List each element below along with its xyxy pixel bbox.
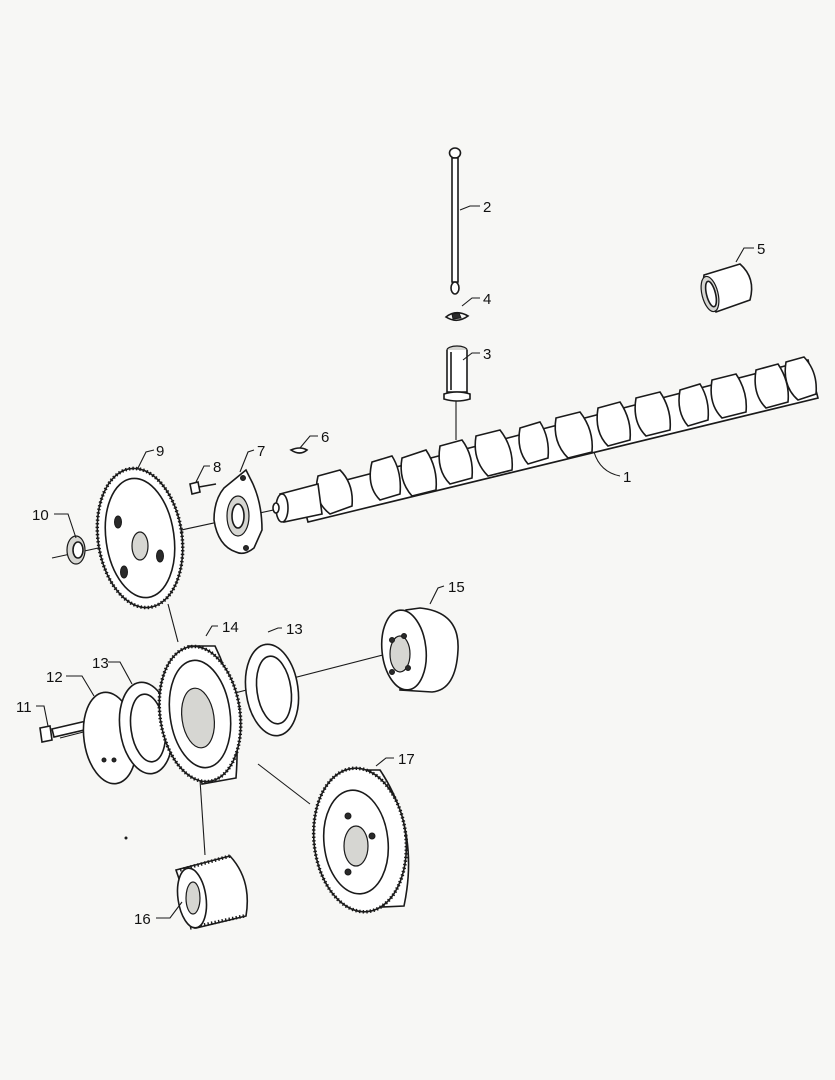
thrust-plate bbox=[213, 468, 263, 555]
leader-lines bbox=[36, 205, 754, 919]
camshaft bbox=[272, 356, 819, 523]
tappet bbox=[443, 345, 471, 402]
callout-12: 12 bbox=[46, 669, 63, 686]
idler-gear bbox=[157, 644, 243, 785]
thrust-washer-rear bbox=[244, 643, 300, 737]
callout-11: 11 bbox=[16, 699, 32, 716]
camshaft-nose bbox=[272, 482, 323, 523]
callout-7: 7 bbox=[257, 443, 265, 460]
callout-1: 1 bbox=[623, 469, 631, 486]
callout-16: 16 bbox=[134, 911, 151, 928]
callout-5: 5 bbox=[757, 241, 765, 258]
gear-nut bbox=[66, 535, 86, 565]
small-bolt bbox=[189, 481, 217, 495]
callout-9: 9 bbox=[156, 443, 164, 460]
cam-lobes bbox=[315, 356, 818, 515]
callout-6: 6 bbox=[321, 429, 329, 446]
callout-3: 3 bbox=[483, 346, 491, 363]
callout-17: 17 bbox=[398, 751, 415, 768]
callout-13-rear: 13 bbox=[286, 621, 303, 638]
idler-hub bbox=[380, 607, 459, 693]
retaining-clip bbox=[444, 311, 470, 322]
callout-14: 14 bbox=[222, 619, 239, 636]
callout-13-front: 13 bbox=[92, 655, 109, 672]
callout-4: 4 bbox=[483, 291, 491, 308]
callout-15: 15 bbox=[448, 579, 465, 596]
callout-2: 2 bbox=[483, 199, 491, 216]
callout-8: 8 bbox=[213, 459, 221, 476]
push-rod bbox=[448, 147, 462, 295]
auxiliary-gear bbox=[311, 766, 410, 914]
callout-labels: 1 2 3 4 5 6 7 8 9 10 11 12 13 13 14 15 1… bbox=[16, 199, 765, 928]
camshaft-gear bbox=[95, 466, 185, 610]
camshaft-bush bbox=[700, 263, 753, 313]
crankshaft-pinion bbox=[174, 854, 249, 930]
callout-10: 10 bbox=[32, 507, 49, 524]
woodruff-key bbox=[289, 447, 309, 454]
